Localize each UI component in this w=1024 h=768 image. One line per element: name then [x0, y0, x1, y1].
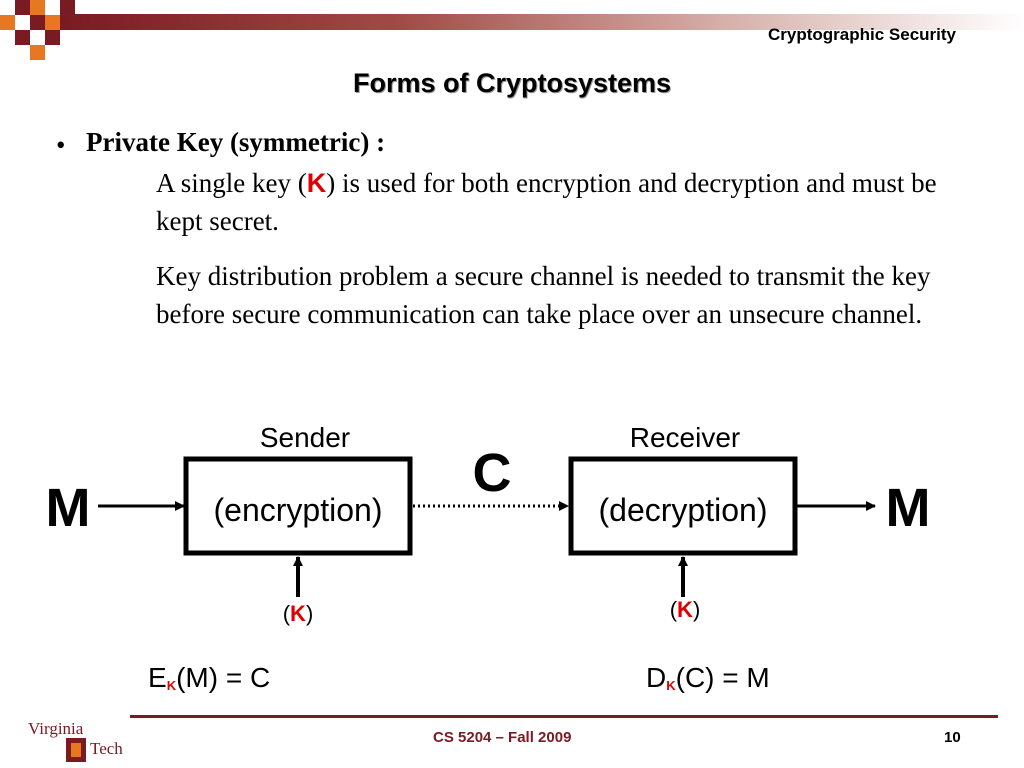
bullet-heading: Private Key (symmetric) : — [86, 127, 386, 157]
decryption-formula: DK(C) = M — [646, 662, 770, 693]
virginia-tech-logo: Virginia Tech — [28, 719, 123, 762]
encryption-formula: EK(M) = C — [148, 662, 270, 693]
header-title: Cryptographic Security — [768, 25, 956, 44]
header-square — [30, 45, 45, 60]
page-number: 10 — [944, 729, 961, 746]
header-gradient-bar — [60, 14, 1024, 30]
slide-title: Forms of Cryptosystems — [352, 68, 672, 98]
bullet-marker: • — [56, 130, 66, 160]
header-square — [15, 0, 30, 15]
decryption-key-label: (K) — [670, 597, 701, 622]
header-square — [60, 0, 75, 15]
header-square — [45, 30, 60, 45]
para1-before: A single key ( — [156, 168, 307, 198]
footer-divider — [130, 715, 998, 718]
decryption-label: (decryption) — [599, 492, 768, 528]
decryption-box — [568, 456, 798, 556]
header-square — [15, 30, 30, 45]
encryption-key-label: (K) — [283, 601, 314, 626]
logo-text-tech: Tech — [90, 739, 123, 758]
ciphertext-label: C — [473, 443, 512, 503]
header-band: Cryptographic Security — [0, 0, 1024, 60]
logo-text-virginia: Virginia — [28, 719, 84, 738]
paragraph-single-key: A single key (K) is used for both encryp… — [156, 164, 976, 240]
header-square — [0, 15, 15, 30]
sender-label: Sender — [260, 422, 350, 453]
message-input: M — [46, 478, 91, 538]
para1-key: K — [306, 168, 327, 198]
header-square — [45, 15, 60, 30]
message-output: M — [886, 478, 931, 538]
receiver-label: Receiver — [630, 422, 740, 453]
footer-course: CS 5204 – Fall 2009 — [433, 729, 572, 746]
paragraph-key-distribution: Key distribution problem a secure channe… — [156, 261, 931, 329]
logo-emblem-inner — [71, 743, 81, 757]
para1-after: ) is used for both encryption and decryp… — [156, 168, 937, 236]
encryption-label: (encryption) — [214, 492, 383, 528]
encryption-box — [183, 456, 413, 556]
header-square — [30, 15, 45, 30]
header-square — [30, 0, 45, 15]
